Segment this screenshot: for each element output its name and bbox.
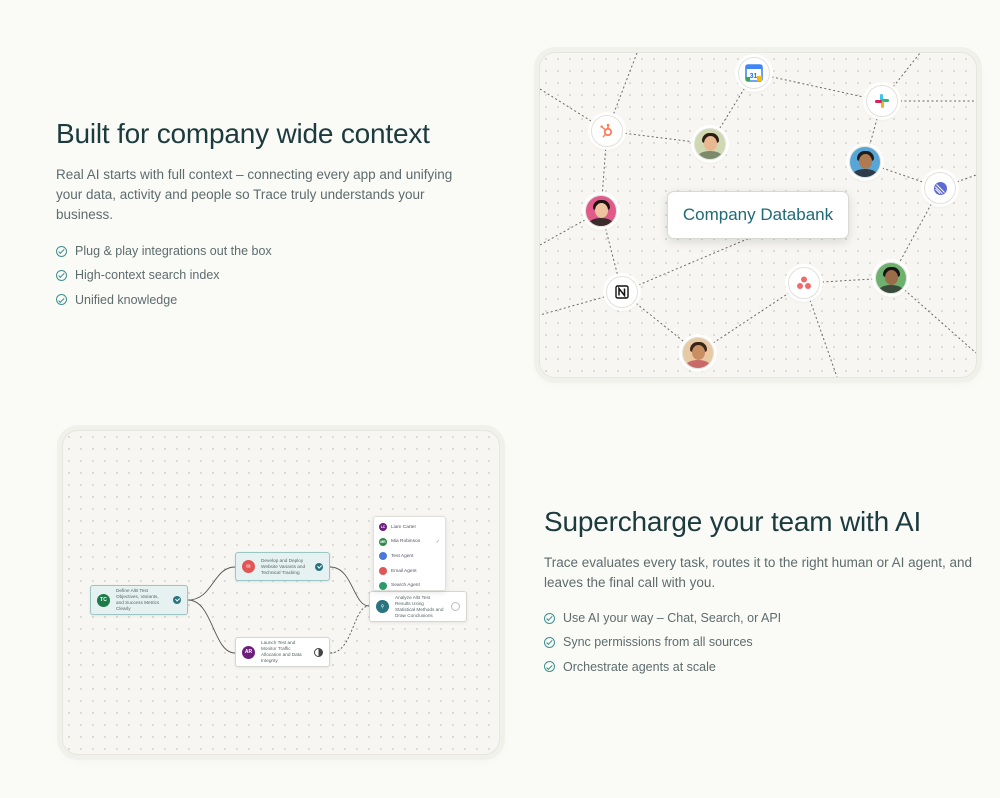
asana-icon[interactable]: [788, 267, 820, 299]
assignee-name: Mia Robinson: [391, 539, 421, 545]
status-done-icon: [315, 562, 323, 571]
person-avatar[interactable]: [585, 195, 617, 227]
check-circle-icon: [56, 294, 67, 306]
person-avatar[interactable]: [849, 146, 881, 178]
task-title: Analyze A/B Test Results Using Statistic…: [395, 594, 444, 618]
task-card[interactable]: ⚲ Analyze A/B Test Results Using Statist…: [369, 591, 467, 622]
feature-label: Use AI your way – Chat, Search, or API: [563, 611, 782, 626]
workflow-connectors: [187, 566, 370, 654]
assignee-name: Test Agent: [391, 553, 414, 559]
feature-item: Unified knowledge: [56, 288, 272, 312]
email-agent-icon: ✉: [242, 560, 255, 573]
feature-label: Unified knowledge: [75, 292, 178, 307]
dropdown-item[interactable]: MR Mia Robinson ✓: [374, 535, 445, 550]
dropdown-item[interactable]: Search Agent: [374, 578, 445, 593]
task-card[interactable]: AR Launch Test and Monitor Traffic Alloc…: [235, 637, 330, 667]
assignee-name: Search Agent: [391, 583, 420, 589]
feature-label: High-context search index: [75, 268, 220, 283]
task-card[interactable]: TC Define A/B Test Objectives, Variants,…: [90, 585, 188, 615]
section2-description: Trace evaluates every task, routes it to…: [544, 555, 972, 590]
check-circle-icon: [544, 612, 555, 624]
company-databank-hub[interactable]: Company Databank: [667, 191, 849, 239]
feature-item: Sync permissions from all sources: [544, 630, 781, 654]
status-done-icon: [173, 596, 181, 604]
feature-item: Plug & play integrations out the box: [56, 239, 272, 263]
section2-feature-list: Use AI your way – Chat, Search, or API S…: [544, 606, 781, 679]
dropdown-item[interactable]: LC Liam Carter: [374, 520, 445, 535]
status-in-progress-icon: [314, 647, 323, 657]
feature-item: Use AI your way – Chat, Search, or API: [544, 606, 781, 630]
assignee-avatar: TC: [97, 593, 110, 607]
section1-description: Real AI starts with full context – conne…: [56, 167, 453, 222]
notion-icon[interactable]: [606, 276, 638, 308]
assignee-name: Email Agent: [391, 568, 417, 574]
section2-title: Supercharge your team with AI: [544, 506, 922, 537]
linear-icon[interactable]: [924, 172, 956, 204]
search-agent-icon: [379, 581, 387, 590]
databank-graph-card: 31 C: [539, 52, 977, 378]
check-circle-icon: [544, 636, 555, 648]
person-avatar[interactable]: [682, 337, 714, 369]
workflow-card: TC Define A/B Test Objectives, Variants,…: [62, 430, 500, 755]
status-pending-icon: [451, 602, 460, 611]
task-title: Launch Test and Monitor Traffic Allocati…: [261, 640, 302, 663]
feature-label: Sync permissions from all sources: [563, 635, 753, 650]
check-circle-icon: [544, 661, 555, 673]
feature-label: Plug & play integrations out the box: [75, 244, 272, 259]
section1-title: Built for company wide context: [56, 118, 430, 149]
email-agent-icon: [379, 567, 387, 576]
task-card[interactable]: ✉ Develop and Deploy Website Variants an…: [235, 552, 330, 581]
calendar-day: 31: [750, 73, 758, 80]
assignee-avatar: AR: [242, 645, 255, 659]
feature-label: Orchestrate agents at scale: [563, 659, 716, 674]
hubspot-icon[interactable]: [591, 115, 623, 147]
feature-item: High-context search index: [56, 263, 272, 287]
dropdown-item[interactable]: Test Agent: [374, 549, 445, 564]
feature-item: Orchestrate agents at scale: [544, 655, 781, 679]
assignee-avatar: LC: [379, 523, 387, 532]
selected-check-icon: ✓: [435, 538, 440, 545]
slack-icon[interactable]: [866, 85, 898, 117]
assignee-dropdown[interactable]: LC Liam Carter MR Mia Robinson ✓ Test Ag…: [373, 516, 446, 591]
section1-feature-list: Plug & play integrations out the box Hig…: [56, 239, 272, 312]
unassigned-user-icon: ⚲: [376, 600, 389, 613]
check-circle-icon: [56, 245, 67, 257]
google-calendar-icon[interactable]: 31: [738, 57, 770, 89]
assignee-name: Liam Carter: [391, 524, 417, 530]
task-title: Develop and Deploy Website Variants and …: [261, 557, 306, 575]
person-avatar[interactable]: [694, 128, 726, 160]
test-agent-icon: [379, 552, 387, 561]
task-title: Define A/B Test Objectives, Variants, an…: [116, 588, 160, 611]
check-circle-icon: [56, 269, 67, 281]
dropdown-item[interactable]: Email Agent: [374, 564, 445, 579]
person-avatar[interactable]: [875, 262, 907, 294]
assignee-avatar: MR: [379, 537, 387, 546]
